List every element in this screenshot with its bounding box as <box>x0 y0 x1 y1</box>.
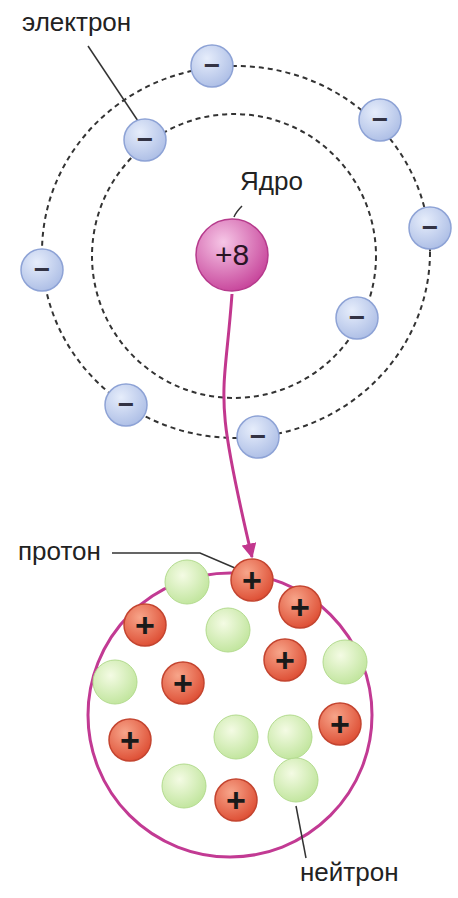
electron-charge: − <box>204 52 220 80</box>
proton-charge: + <box>226 783 246 817</box>
nucleus-charge: +8 <box>215 240 249 270</box>
proton-circle: + <box>214 778 258 822</box>
proton-charge: + <box>290 590 310 624</box>
electron-charge: − <box>118 391 134 419</box>
electron-circle: − <box>335 296 379 340</box>
proton-circle: + <box>161 661 205 705</box>
nucleus-circle: Ядро+8 <box>195 218 269 292</box>
electron-charge: − <box>422 214 438 242</box>
electron-charge: − <box>137 126 153 154</box>
proton-charge: + <box>275 643 295 677</box>
leader-lines <box>88 46 306 858</box>
electron-circle: − <box>190 44 234 88</box>
proton-charge: + <box>330 707 350 741</box>
proton-circle: + <box>263 638 307 682</box>
proton-circle: + <box>318 702 362 746</box>
electron-charge: − <box>250 423 266 451</box>
proton-charge: + <box>242 563 262 597</box>
electron-label: электрон <box>22 8 131 37</box>
electron-circle: − <box>236 415 280 459</box>
proton-charge: + <box>135 608 155 642</box>
outer-orbit <box>42 66 430 438</box>
electron-charge: − <box>349 304 365 332</box>
electron-charge: − <box>34 256 50 284</box>
proton-circle: + <box>123 603 167 647</box>
electron-circle: − <box>123 118 167 162</box>
electron-circle: − <box>104 383 148 427</box>
proton-charge: + <box>120 723 140 757</box>
electron-circle: − <box>408 206 452 250</box>
proton-circle: + <box>108 718 152 762</box>
electron-circle: − <box>358 98 402 142</box>
nucleus-heading: Ядро <box>240 168 303 194</box>
proton-label: протон <box>18 537 101 566</box>
electron-charge: − <box>372 106 388 134</box>
electron-circle: − <box>20 248 64 292</box>
proton-circle: + <box>230 558 274 602</box>
neutron-label: нейтрон <box>300 858 399 887</box>
proton-circle: + <box>278 585 322 629</box>
neutrons <box>93 560 367 808</box>
nucleus-enlarged <box>88 573 372 857</box>
inner-orbit <box>92 114 376 398</box>
proton-charge: + <box>173 666 193 700</box>
